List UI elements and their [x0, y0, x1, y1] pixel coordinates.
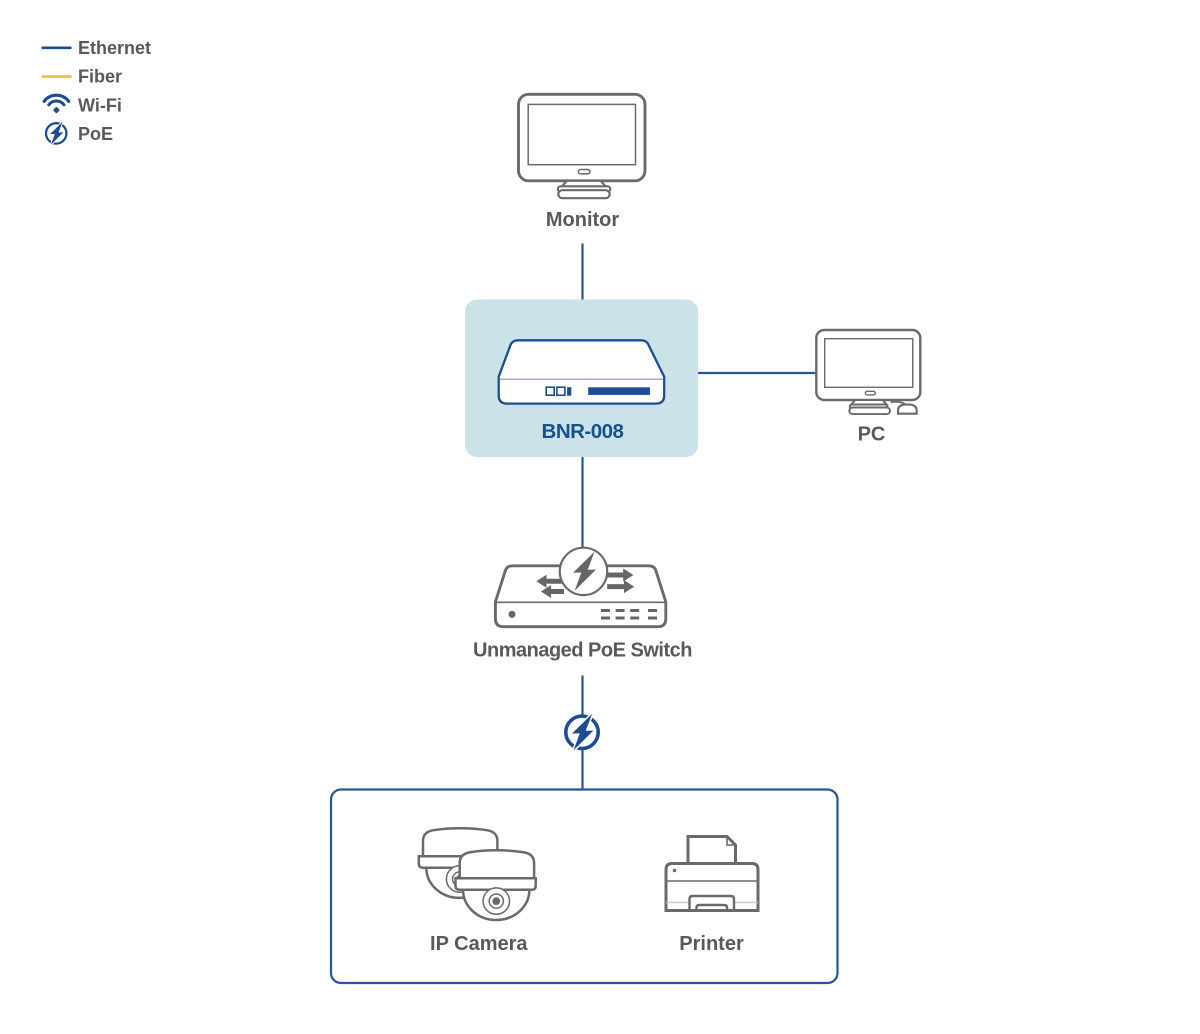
svg-text:Wi-Fi: Wi-Fi: [78, 95, 122, 115]
svg-text:Fiber: Fiber: [78, 67, 122, 87]
svg-text:PoE: PoE: [78, 124, 113, 144]
svg-text:Monitor: Monitor: [546, 209, 620, 231]
svg-text:IP Camera: IP Camera: [430, 933, 528, 955]
svg-text:Unmanaged PoE Switch: Unmanaged PoE Switch: [473, 640, 692, 662]
svg-text:Ethernet: Ethernet: [78, 38, 151, 58]
svg-text:Printer: Printer: [679, 933, 744, 955]
svg-text:PC: PC: [858, 424, 886, 446]
svg-text:BNR-008: BNR-008: [542, 420, 624, 443]
